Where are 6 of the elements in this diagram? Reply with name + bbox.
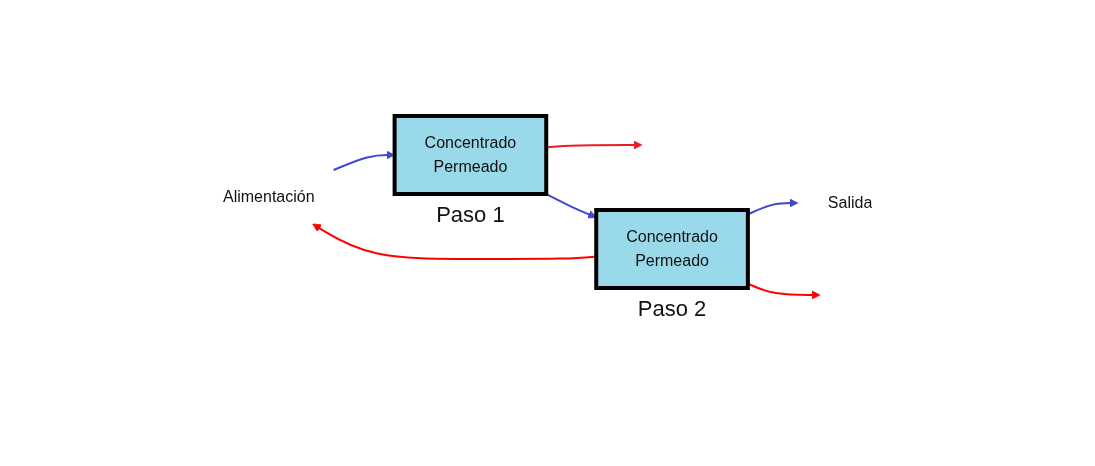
node-box: Concentrado Permeado <box>594 208 750 290</box>
stage-caption: Paso 2 <box>637 296 707 321</box>
node-box: Concentrado Permeado <box>392 114 549 196</box>
node-text: Alimentación <box>222 188 315 205</box>
stage-caption: Paso 1 <box>436 202 505 227</box>
node-text: Salida <box>827 194 873 211</box>
